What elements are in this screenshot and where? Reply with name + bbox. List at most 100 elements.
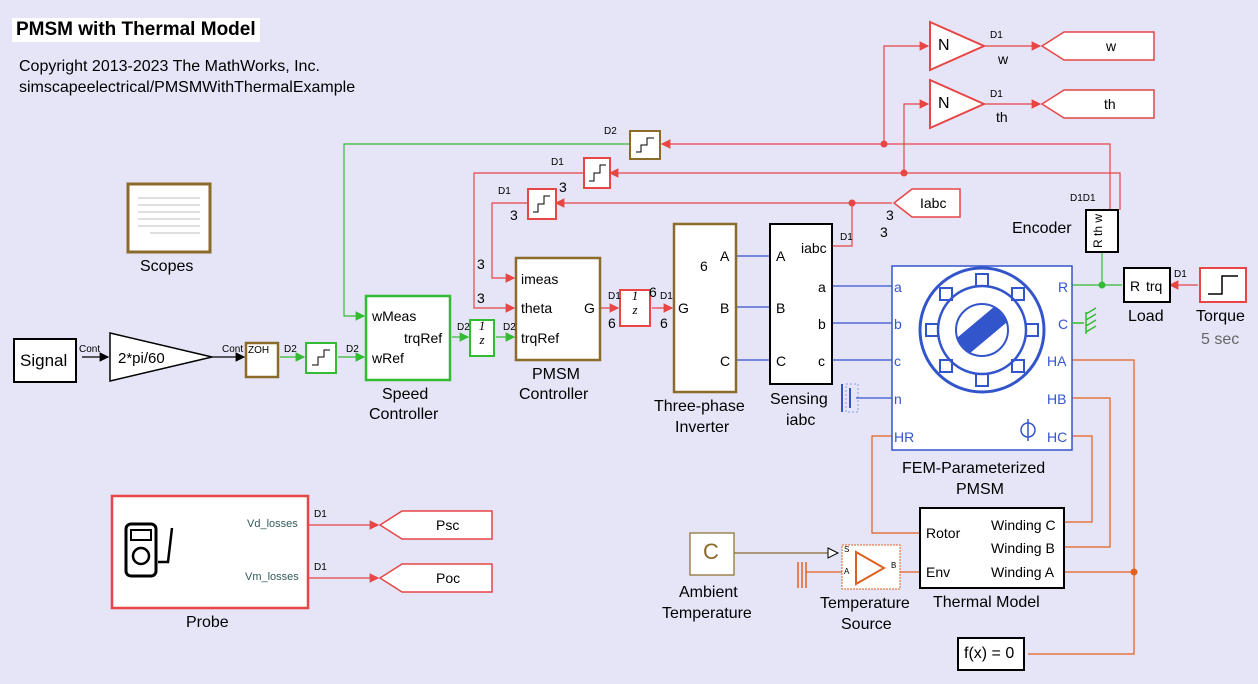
thermal-port-wa: Winding A <box>991 564 1055 580</box>
speed-port-wref: wRef <box>372 350 404 366</box>
sensing-block[interactable] <box>769 223 833 385</box>
signal-label-d2-d: D2 <box>503 322 516 333</box>
signal-label-d2-e: D2 <box>604 126 617 137</box>
dim-label-3-d: 3 <box>477 290 485 306</box>
scopes-label: Scopes <box>140 258 194 275</box>
dim-label-3-a: 3 <box>559 179 567 195</box>
mechanical-reference <box>1072 307 1097 334</box>
neutral-ground <box>841 383 859 413</box>
speed-label-1: Speed <box>382 386 429 403</box>
scopes-block[interactable] <box>126 182 212 254</box>
encoder-ports: R th w <box>1091 213 1106 249</box>
gain-n-label-2: N <box>938 95 950 112</box>
gain-block[interactable] <box>109 332 213 382</box>
temp-source-port-s: S <box>844 545 850 554</box>
staircase-icon <box>636 137 654 153</box>
signal-label-cont-1: Cont <box>79 344 101 355</box>
goto-w-label: w <box>1106 38 1117 54</box>
inverter-block[interactable] <box>672 222 738 394</box>
probe-label: Probe <box>186 614 229 631</box>
dim-label-3-b: 3 <box>510 207 518 223</box>
temp-source-label-2: Source <box>841 616 892 633</box>
signal-label-d1-i: D1 <box>314 509 327 520</box>
unit-delay-block-2[interactable] <box>619 289 651 327</box>
ambient-label-1: Ambient <box>679 584 738 601</box>
multimeter-icon <box>124 522 174 578</box>
temperature-source-block[interactable] <box>797 544 901 590</box>
pmsm-port-r: R <box>1058 279 1069 295</box>
pmsm-block[interactable] <box>891 265 1073 451</box>
from-iabc-tag[interactable] <box>892 188 961 218</box>
inverter-label-1: Three-phase <box>654 398 745 415</box>
sensing-port-c: C <box>776 353 787 369</box>
thermal-label: Thermal Model <box>933 594 1040 611</box>
goto-th-tag[interactable] <box>1040 89 1155 119</box>
signal-label-d1-b: D1 <box>498 186 511 197</box>
inverter-port-g: G <box>678 300 689 316</box>
unit-delay-block-1[interactable] <box>469 319 495 357</box>
gain-n-block-1[interactable] <box>929 20 987 72</box>
pmsm-port-n: n <box>894 391 902 407</box>
model-path: simscapeelectrical/PMSMWithThermalExampl… <box>19 79 356 96</box>
signal-label-d2-c: D2 <box>457 322 470 333</box>
goto-psc-tag[interactable] <box>378 510 493 540</box>
copyright-text: Copyright 2013-2023 The MathWorks, Inc. s… <box>19 56 355 98</box>
torque-block[interactable] <box>1199 267 1247 303</box>
pmsm-controller-block[interactable] <box>514 256 602 362</box>
goto-poc-tag[interactable] <box>378 563 493 593</box>
signal-label-d1-e: D1 <box>840 232 853 243</box>
rate-transition-d2[interactable] <box>629 130 661 160</box>
gain-n-block-2[interactable] <box>929 78 987 130</box>
encoder-label: Encoder <box>1012 220 1072 237</box>
rate-transition-d1-b[interactable] <box>527 188 557 220</box>
pmsm-port-c: c <box>894 353 901 369</box>
encoder-block[interactable] <box>1085 209 1119 253</box>
signal-label-d1-g: D1 <box>990 89 1003 100</box>
dim-label-3-e: 3 <box>886 207 894 223</box>
signal-label-d1-a: D1 <box>551 157 564 168</box>
w-signal-name: w <box>998 51 1009 67</box>
speed-controller-block[interactable] <box>364 294 452 382</box>
speed-label-2: Controller <box>369 406 439 423</box>
pmsm-ctrl-port-imeas: imeas <box>521 271 559 287</box>
goto-w-tag[interactable] <box>1040 31 1155 61</box>
load-port-trq: trq <box>1146 278 1163 294</box>
pmsm-ctrl-port-trqref: trqRef <box>521 330 560 346</box>
pmsm-port-hc: HC <box>1047 429 1068 445</box>
zoh-block[interactable] <box>244 341 280 379</box>
probe-port-vm: Vm_losses <box>245 571 299 583</box>
from-iabc-label: Iabc <box>920 195 947 211</box>
temp-source-label-1: Temperature <box>820 595 910 612</box>
thermal-port-wb: Winding B <box>991 540 1055 556</box>
inverter-port-a: A <box>720 248 730 264</box>
pmsm-ctrl-port-theta: theta <box>521 300 553 316</box>
inverter-dim: 6 <box>700 258 708 274</box>
thermal-port-rotor: Rotor <box>926 525 961 541</box>
signal-block[interactable] <box>13 338 77 383</box>
pmsm-port-hr: HR <box>894 429 915 445</box>
ambient-temperature-block[interactable] <box>689 532 735 576</box>
staircase-icon <box>589 164 606 182</box>
inverter-label-2: Inverter <box>675 419 730 436</box>
sensing-port-b-out: b <box>818 316 826 332</box>
sensing-port-b: B <box>776 300 786 316</box>
load-block[interactable] <box>1123 267 1171 303</box>
goto-psc-label: Psc <box>436 517 460 533</box>
copyright-line: Copyright 2013-2023 The MathWorks, Inc. <box>19 58 320 75</box>
rate-transition-d1-a[interactable] <box>583 157 611 189</box>
sensing-label-2: iabc <box>786 412 816 429</box>
probe-block[interactable] <box>110 494 310 610</box>
rate-transition-block[interactable] <box>305 342 337 374</box>
pmsm-port-a: a <box>894 279 902 295</box>
goto-poc-label: Poc <box>436 570 461 586</box>
dim-label-6-b: 6 <box>660 315 668 331</box>
speed-port-wmeas: wMeas <box>372 308 417 324</box>
signal-label-d1-f: D1 <box>990 30 1003 41</box>
thermal-model-block[interactable] <box>919 507 1065 589</box>
signal-label-d1-j: D1 <box>314 562 327 573</box>
step-icon <box>1208 275 1238 295</box>
solver-config-block[interactable] <box>957 637 1025 671</box>
staircase-icon <box>312 349 330 366</box>
sensing-port-iabc: iabc <box>801 240 827 256</box>
